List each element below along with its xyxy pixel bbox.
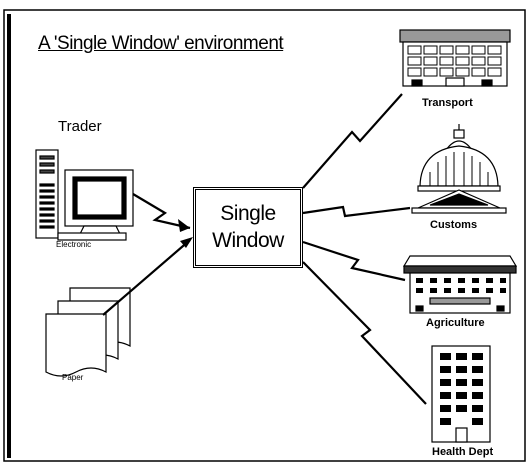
customs-label: Customs: [430, 219, 478, 231]
computer-icon: [35, 149, 134, 241]
link-paper-to-single-window: [102, 239, 191, 316]
outer-frame: [3, 9, 526, 462]
single-window-line1: Single: [220, 202, 276, 225]
link-electronic-to-single-window: [132, 193, 191, 230]
health-dept-label: Health Dept: [432, 446, 494, 458]
single-window-line2: Window: [212, 229, 284, 252]
diagram-title: A 'Single Window' environment: [38, 33, 284, 54]
health-dept-building-icon: [431, 345, 491, 443]
electronic-label: Electronic: [56, 240, 92, 249]
link-single-window-to-customs: [302, 205, 411, 218]
link-single-window-to-transport: [302, 93, 403, 189]
link-single-window-to-health: [302, 261, 427, 405]
single-window-text: Single Window: [196, 200, 300, 254]
transport-building-icon: [399, 29, 511, 87]
link-single-window-to-agriculture: [302, 240, 406, 282]
paper-label: Paper: [62, 373, 84, 382]
transport-label: Transport: [422, 97, 473, 109]
customs-building-icon: [411, 124, 507, 214]
connection-links: [102, 93, 427, 405]
agriculture-building-icon: [402, 255, 518, 314]
trader-label: Trader: [58, 118, 102, 135]
single-window-box: Single Window: [193, 187, 303, 268]
agriculture-label: Agriculture: [426, 317, 485, 329]
